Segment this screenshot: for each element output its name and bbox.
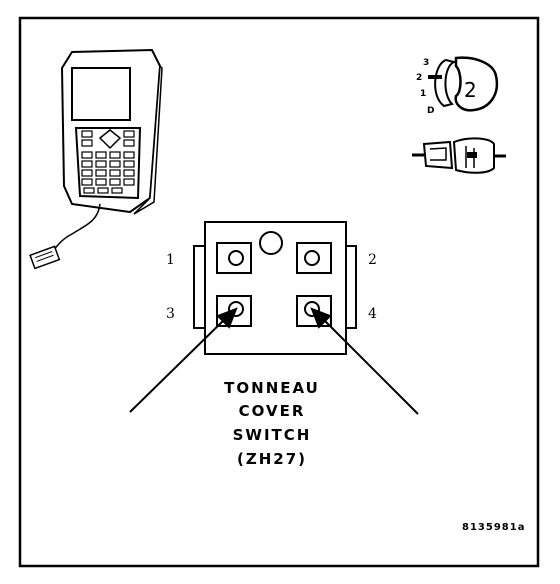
pin-label-2: 2 — [368, 252, 377, 268]
multimeter-dial-icon: 3 2 1 D 2 — [416, 56, 499, 116]
title-line-1: TONNEAU — [224, 379, 320, 397]
dial-position-1: 1 — [420, 89, 426, 99]
dial-position-2: 2 — [416, 73, 422, 83]
arrow-icon — [129, 307, 419, 415]
probe-arrow-pin-3 — [129, 317, 227, 413]
pin-cavity-3 — [216, 295, 252, 327]
figure-code: 8135981a — [462, 522, 525, 533]
connector-key — [259, 231, 283, 255]
connector-probe-icon — [412, 137, 506, 174]
pin-label-3: 3 — [166, 306, 175, 322]
figure-border — [18, 16, 540, 568]
title-line-4: (ZH27) — [237, 450, 307, 468]
switch-title: TONNEAU COVER SWITCH (ZH27) — [224, 379, 320, 468]
probe-arrow-pin-4 — [321, 317, 419, 415]
scan-tool-icon — [29, 48, 163, 270]
dial-position-3: 3 — [423, 58, 429, 68]
dial-selected-value: 2 — [464, 78, 477, 102]
pin-label-1: 1 — [166, 252, 175, 268]
title-line-2: COVER — [239, 402, 306, 420]
pin-label-4: 4 — [368, 306, 377, 322]
dial-position-d: D — [427, 106, 434, 116]
switch-connector — [193, 221, 357, 355]
title-line-3: SWITCH — [233, 426, 312, 444]
